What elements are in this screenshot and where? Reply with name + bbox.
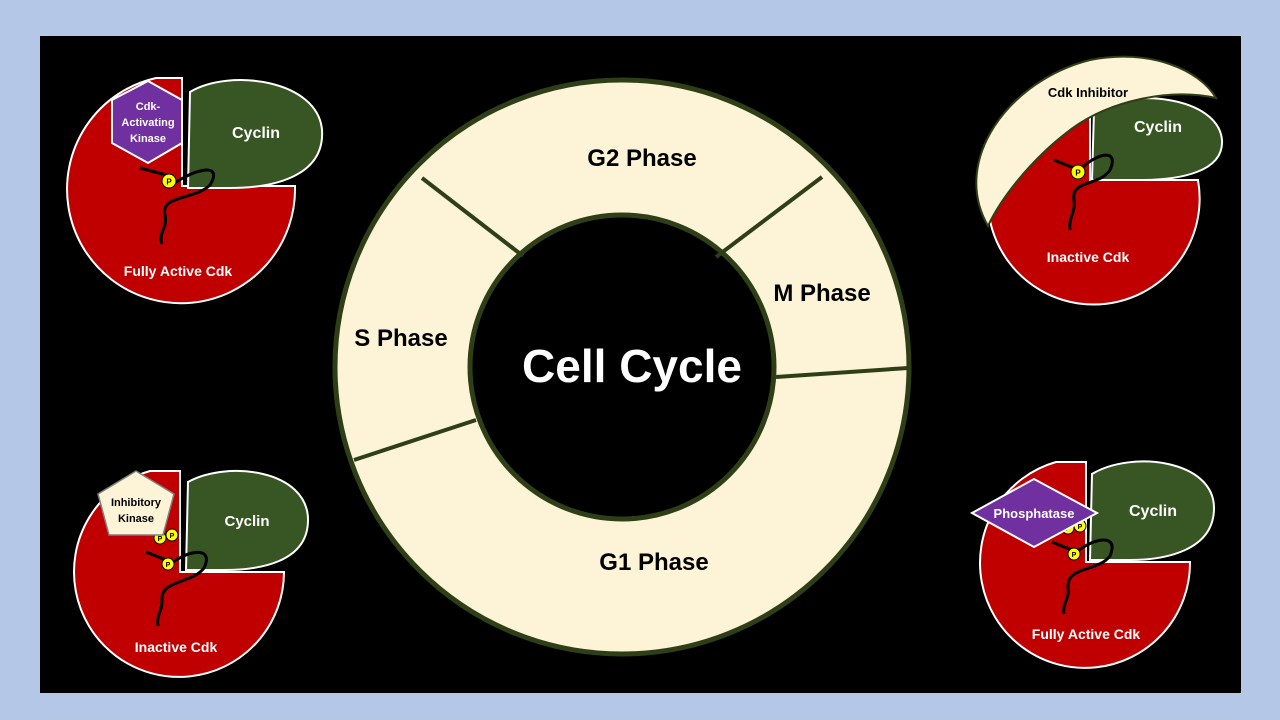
cyclin-shape [186,79,324,189]
t-loop [1068,153,1114,231]
phosphate-group [1070,164,1086,180]
phosphate-group-3 [161,557,175,571]
panel-bottom-left: P P P Inhibitory Kinase Cyclin Inactive … [73,470,310,678]
divider-g1-s [353,418,477,462]
t-loop [1062,538,1114,615]
cyclin-shape [1088,460,1216,561]
cyclin-shape [184,470,310,571]
cdk-inhibitor-shape [975,55,1218,229]
diagram-canvas: G2 Phase M Phase G1 Phase S Phase Cell C… [40,36,1241,693]
phase-label-m: M Phase [773,280,870,307]
t-loop [159,168,216,245]
phosphate-group-3 [1067,547,1081,561]
phosphate-label-1: P [158,536,163,543]
phosphate-group [161,173,177,189]
cdk-label: Inactive Cdk [1047,249,1130,265]
panel-bottom-right: P P P Phosphatase Cyclin Fully Active Cd… [969,460,1216,669]
cell-cycle-ring: G2 Phase M Phase G1 Phase S Phase Cell C… [332,77,912,657]
t-loop [156,550,208,627]
phosphatase-label: Phosphatase [994,506,1075,521]
phosphate-group-2 [165,528,179,542]
phase-label-g2: G2 Phase [587,145,696,172]
phase-label-g1: G1 Phase [599,549,708,576]
cyclin-label: Cyclin [224,513,269,530]
phosphate-bond [1051,540,1073,552]
cyclin-label: Cyclin [1129,503,1177,520]
cyclin-label: Cyclin [1134,119,1182,136]
cak-label-line-2: Activating [121,117,174,129]
divider-s-g2 [420,176,525,258]
panel-top-left: P Cdk- Activating Kinase Cyclin Fully Ac… [66,77,324,305]
ring-hole [467,212,777,522]
panel-top-right: P Cdk Inhibitor Cyclin Inactive Cdk [975,55,1224,306]
inhibitory-kinase-pentagon [97,470,175,536]
phosphate-label: P [166,178,172,187]
phosphate-label-3: P [1072,552,1077,559]
phosphate-label: P [1075,169,1081,178]
cdk-label: Fully Active Cdk [1032,626,1141,642]
cdk-activating-kinase-hexagon [111,79,183,165]
phosphatase-diamond [969,477,1100,549]
phosphate-label-3: P [166,562,171,569]
cak-label-line-1: Cdk- [136,101,161,113]
inhibitory-kinase-label-line-2: Kinase [118,513,154,525]
cyclin-label: Cyclin [232,125,280,142]
divider-g2-m [714,175,824,259]
cdk-label: Fully Active Cdk [124,263,233,279]
phosphate-label-2: P [1078,524,1083,531]
phase-label-s: S Phase [354,325,447,352]
inhibitory-kinase-label-line-1: Inhibitory [111,497,162,509]
cell-cycle-title: Cell Cycle [522,340,742,392]
cak-label-line-3: Kinase [130,133,166,145]
cdk-inhibitor-label: Cdk Inhibitor [1048,85,1128,100]
phosphate-label-2: P [170,533,175,540]
phosphate-bond [145,550,167,562]
phosphate-bond [1053,158,1075,170]
divider-m-g1 [775,366,909,379]
cell-cycle-diagram: G2 Phase M Phase G1 Phase S Phase Cell C… [66,55,1224,678]
cdk-label: Inactive Cdk [135,639,218,655]
